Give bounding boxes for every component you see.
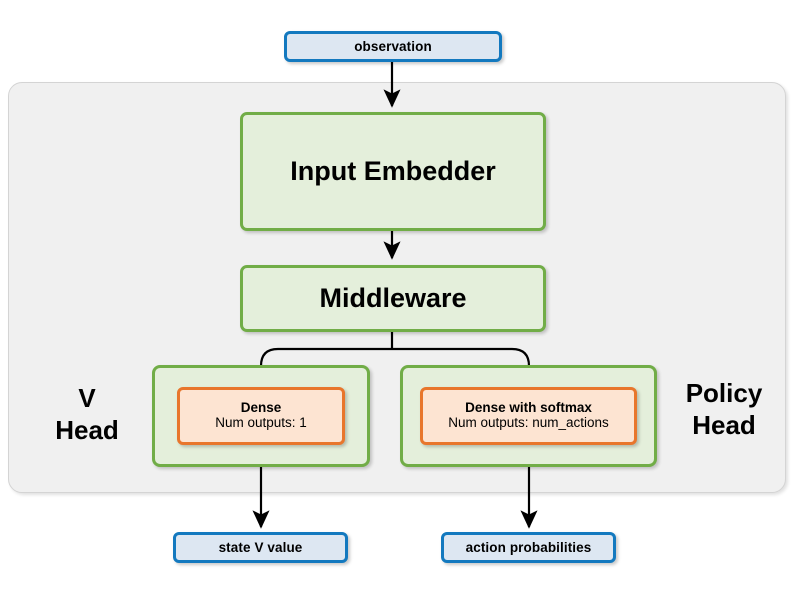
node-dense-policy-subtitle: Num outputs: num_actions: [448, 415, 609, 431]
node-middleware[interactable]: Middleware: [240, 265, 546, 332]
node-dense-v[interactable]: Dense Num outputs: 1: [177, 387, 345, 445]
node-action-probabilities[interactable]: action probabilities: [441, 532, 616, 563]
node-input-embedder-label: Input Embedder: [290, 156, 496, 186]
label-policy-head-line1: Policy: [685, 378, 763, 408]
node-dense-policy[interactable]: Dense with softmax Num outputs: num_acti…: [420, 387, 637, 445]
label-v-head-line1: V: [78, 383, 96, 413]
label-v-head-line2: Head: [55, 414, 119, 445]
label-v-head: V Head: [28, 383, 146, 446]
node-middleware-label: Middleware: [319, 283, 467, 313]
node-state-v-value-label: state V value: [218, 540, 303, 555]
node-dense-v-subtitle: Num outputs: 1: [215, 415, 307, 431]
group-v-head[interactable]: Dense Num outputs: 1: [152, 365, 370, 467]
node-dense-v-title: Dense: [240, 399, 282, 415]
node-dense-policy-title: Dense with softmax: [465, 399, 592, 415]
label-policy-head-line2: Head: [692, 409, 756, 440]
node-state-v-value[interactable]: state V value: [173, 532, 348, 563]
node-action-probabilities-label: action probabilities: [465, 540, 592, 555]
group-policy-head[interactable]: Dense with softmax Num outputs: num_acti…: [400, 365, 657, 467]
label-policy-head: Policy Head: [663, 378, 785, 441]
node-observation[interactable]: observation: [284, 31, 502, 62]
node-input-embedder[interactable]: Input Embedder: [240, 112, 546, 231]
node-observation-label: observation: [354, 39, 432, 54]
